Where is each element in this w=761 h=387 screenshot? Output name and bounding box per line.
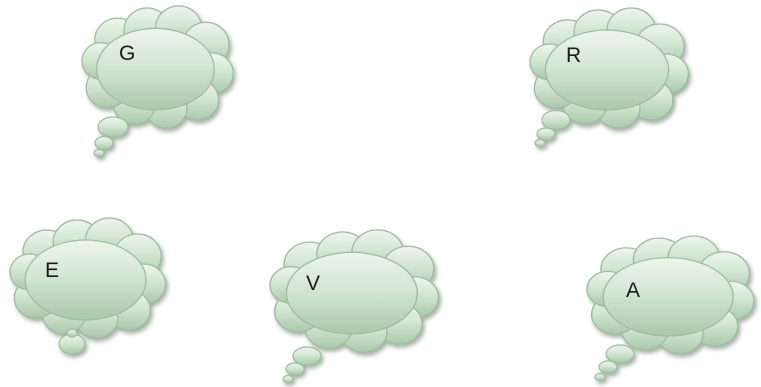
tail-bubble-medium (536, 127, 556, 141)
thought-bubble-v (269, 229, 440, 384)
thought-bubble-a (586, 235, 755, 382)
cloud-body (586, 235, 755, 355)
tail-bubble-small (534, 138, 546, 148)
bubble-label-e: E (45, 259, 59, 282)
cloud-body (81, 5, 234, 129)
tail-bubble-medium (285, 362, 305, 376)
tail-bubble-small (66, 328, 78, 338)
bubble-label-a: A (626, 279, 640, 302)
tail-bubble-large (541, 109, 571, 131)
bubble-label-v: V (306, 272, 320, 295)
thought-bubble-e (9, 217, 167, 355)
cloud-body (9, 217, 167, 339)
cloud-body (529, 7, 690, 129)
tail-bubble-medium (94, 135, 114, 151)
tail-bubble-small (282, 374, 294, 384)
thought-bubble-g (81, 5, 234, 158)
tail-bubble-large (605, 344, 635, 364)
bubble-label-g: G (119, 42, 135, 65)
bubble-label-r: R (566, 44, 581, 67)
tail-bubble-large (292, 346, 322, 366)
cloud-body (269, 229, 440, 354)
tail-bubble-medium (598, 360, 618, 374)
tail-bubble-small (594, 372, 606, 382)
tail-bubble-large (97, 116, 129, 138)
thought-bubble-r (529, 7, 690, 148)
tail-bubble-small (93, 148, 105, 158)
